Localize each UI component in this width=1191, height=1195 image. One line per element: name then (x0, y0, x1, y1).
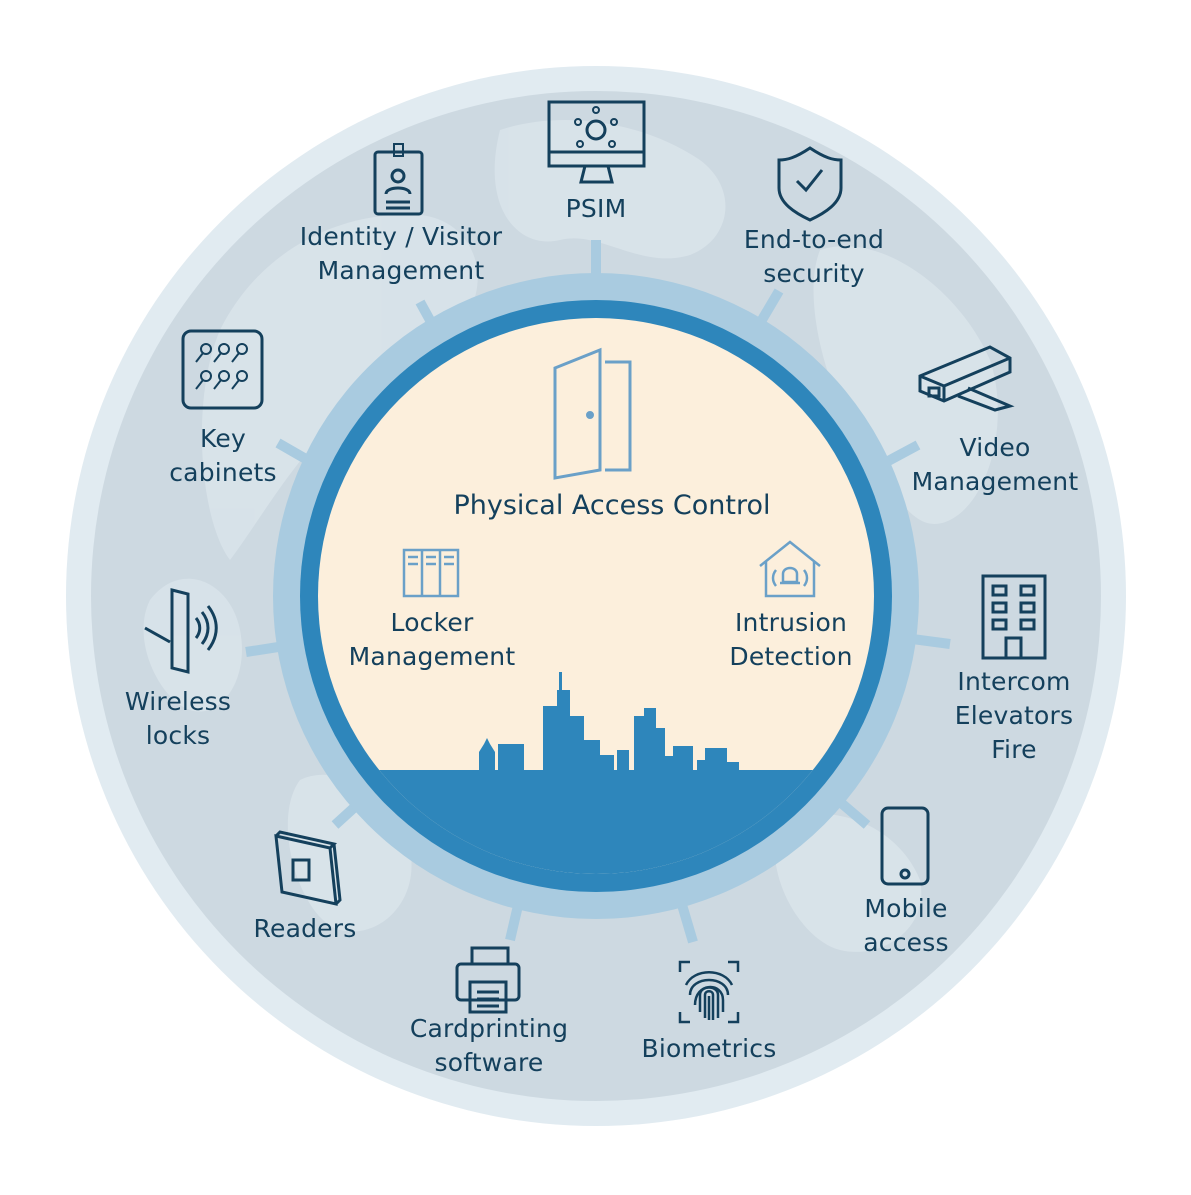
key-cabinet-icon (181, 329, 264, 410)
fingerprint-icon (678, 960, 740, 1024)
phone-icon (880, 806, 930, 886)
building-icon (981, 574, 1047, 660)
wireless-lock-icon (144, 588, 218, 674)
monitor-icon (547, 100, 646, 184)
center-title: Physical Access Control (453, 490, 771, 521)
id-badge-icon (373, 143, 424, 216)
psim-label: PSIM (565, 194, 627, 223)
locker-icon (402, 548, 460, 598)
readers-label: Readers (253, 914, 357, 943)
door-icon (553, 347, 632, 480)
reader-icon (274, 830, 342, 906)
camera-icon (918, 345, 1015, 412)
printer-icon (455, 946, 521, 1014)
biometrics-label: Biometrics (641, 1034, 777, 1063)
shield-check-icon (777, 146, 843, 222)
alarm-house-icon (759, 540, 821, 598)
inner-circle (318, 318, 874, 874)
